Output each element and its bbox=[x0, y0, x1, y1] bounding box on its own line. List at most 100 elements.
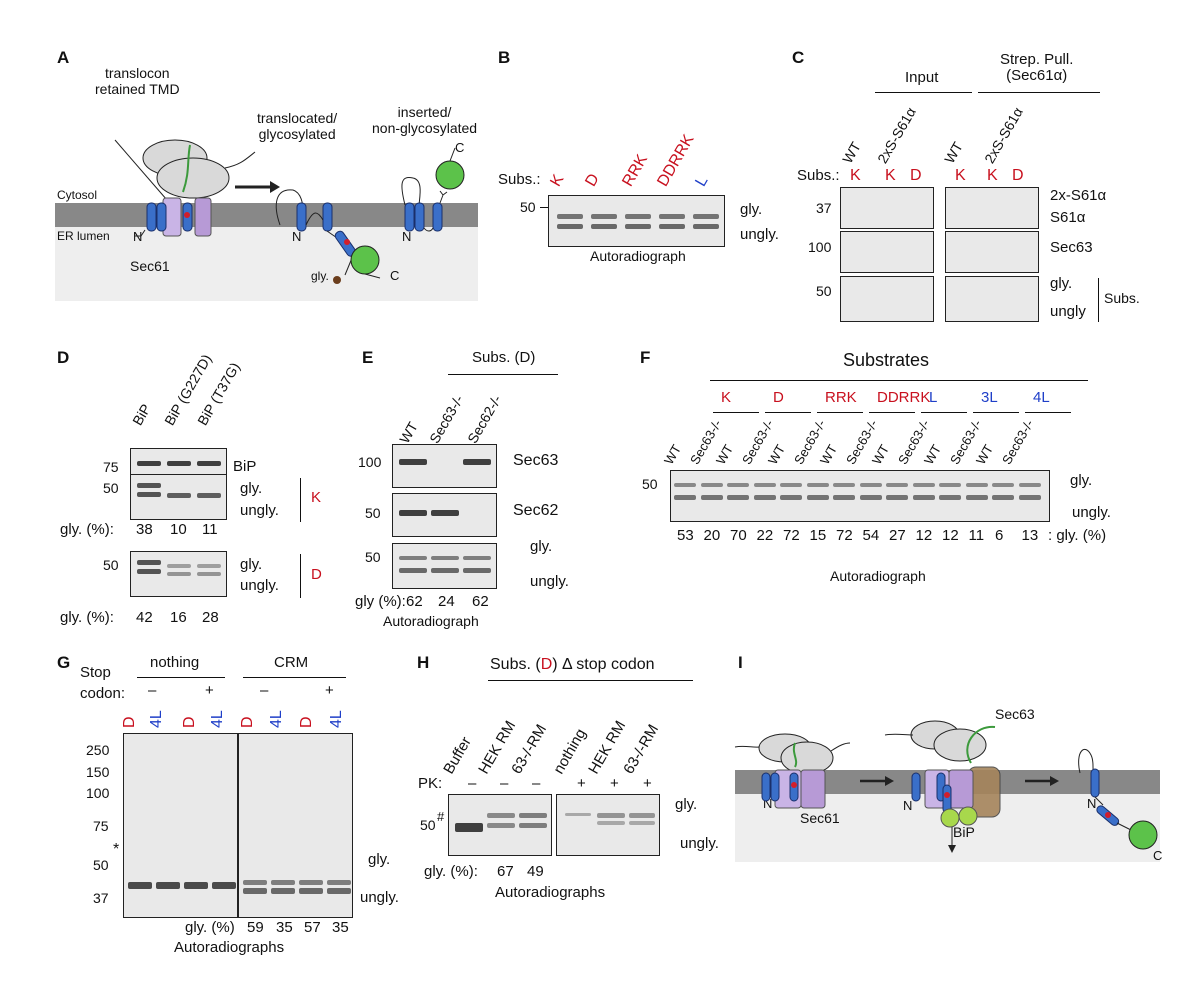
panel-a-diagram bbox=[114, 139, 465, 284]
h-hash: # bbox=[437, 809, 445, 824]
gel-band bbox=[156, 882, 180, 889]
e-lane-sec62: Sec62-/- bbox=[464, 392, 505, 446]
gel-band bbox=[455, 823, 483, 832]
gel-d-k bbox=[130, 474, 227, 520]
g-lane-0: D bbox=[121, 716, 138, 728]
input-header: Input bbox=[905, 69, 939, 86]
c-right-s61: S61α bbox=[1050, 209, 1086, 226]
gel-band bbox=[243, 888, 267, 894]
f-pct-12: 6 bbox=[995, 527, 1004, 544]
gel-band bbox=[184, 882, 208, 889]
g-mw-2: 100 bbox=[86, 785, 110, 801]
gel-band bbox=[629, 813, 655, 818]
c-lane-wt-1: WT bbox=[839, 139, 864, 166]
panel-label-e: E bbox=[362, 348, 374, 367]
glycan-icon bbox=[333, 276, 341, 284]
d-glypct-k-3: 11 bbox=[202, 521, 218, 538]
mw-50-e1: 50 bbox=[365, 505, 381, 521]
mw-50-d2: 50 bbox=[103, 557, 119, 573]
f-group-0: K bbox=[721, 389, 732, 406]
gel-band bbox=[597, 821, 625, 825]
gel-band bbox=[197, 461, 221, 466]
e-lane-sec63: Sec63-/- bbox=[426, 392, 467, 446]
f-lane-0: WT bbox=[661, 441, 685, 467]
f-pct-13: 13 bbox=[1021, 527, 1039, 544]
caption-b: Autoradiograph bbox=[590, 248, 686, 264]
gel-band bbox=[299, 880, 323, 885]
h-glypct-label: gly. (%): bbox=[424, 863, 478, 880]
f-ungly: ungly. bbox=[1072, 504, 1111, 521]
b-lane-0: K bbox=[547, 171, 568, 190]
gel-band bbox=[487, 823, 515, 828]
c-sub-0: K bbox=[850, 167, 861, 184]
f-group-line bbox=[1025, 412, 1071, 413]
gel-band bbox=[212, 882, 236, 889]
gel-band bbox=[992, 495, 1014, 500]
sec61-channel-icon bbox=[800, 769, 826, 809]
mw-50-h: 50 bbox=[420, 817, 436, 833]
h-pk-0: – bbox=[468, 775, 477, 792]
h-ungly: ungly. bbox=[680, 835, 719, 852]
f-lane-2: WT bbox=[713, 441, 737, 467]
f-lane-12: WT bbox=[973, 441, 997, 467]
c-right-subs: Subs. bbox=[1104, 290, 1140, 306]
caption-f: Autoradiograph bbox=[830, 568, 926, 584]
gel-band bbox=[939, 495, 961, 500]
c-sub-4: K bbox=[987, 167, 998, 184]
gel-band bbox=[167, 493, 191, 498]
er-lumen-label: ER lumen bbox=[57, 229, 110, 243]
gel-band bbox=[197, 493, 221, 498]
gel-band bbox=[519, 813, 547, 818]
c-sub-5: D bbox=[1012, 167, 1024, 184]
h-glypct-2: 49 bbox=[527, 863, 544, 880]
panel-label-f: F bbox=[640, 348, 651, 367]
f-pct-4: 72 bbox=[783, 527, 800, 544]
gel-e-sec63 bbox=[392, 444, 497, 488]
h-title: Subs. (D) Δ stop codon bbox=[490, 656, 655, 673]
gel-band bbox=[886, 495, 908, 500]
c-label-1: C bbox=[390, 268, 400, 283]
f-pct-11: 11 bbox=[968, 527, 985, 544]
gel-band bbox=[327, 880, 351, 885]
d-ungly-1: ungly. bbox=[240, 502, 279, 519]
panel-label-h: H bbox=[417, 653, 430, 672]
d-d-label: D bbox=[311, 566, 322, 583]
gel-band bbox=[137, 569, 161, 574]
e-glypct-1: 62 bbox=[406, 593, 423, 610]
gel-band bbox=[399, 510, 427, 516]
gel-band bbox=[137, 492, 161, 497]
gel-c1-pull bbox=[945, 187, 1039, 229]
lumen-area bbox=[55, 225, 478, 301]
gel-band bbox=[629, 821, 655, 825]
g-glypct-label: gly. (%) bbox=[185, 919, 235, 936]
f-pct-9: 12 bbox=[915, 527, 933, 544]
e-right-gly: gly. bbox=[530, 538, 553, 555]
gel-band bbox=[1018, 483, 1041, 487]
caption-e: Autoradiograph bbox=[383, 613, 479, 629]
d-glypct-label-k: gly. (%): bbox=[60, 521, 114, 538]
sec61-label: Sec61 bbox=[130, 258, 170, 274]
c-label-2: C bbox=[455, 140, 465, 155]
gel-d-d bbox=[130, 551, 227, 597]
f-pct-7: 54 bbox=[862, 527, 880, 544]
gel-h-1 bbox=[448, 794, 552, 856]
panel-i-diagram bbox=[734, 720, 1158, 853]
i-n3: N bbox=[1087, 796, 1097, 811]
gel-band bbox=[886, 483, 908, 487]
gel-band bbox=[693, 214, 719, 219]
f-group-line bbox=[869, 412, 915, 413]
gel-band bbox=[137, 461, 161, 466]
e-right-sec62: Sec62 bbox=[513, 502, 559, 519]
gel-band bbox=[591, 214, 617, 219]
gel-band bbox=[859, 495, 882, 500]
gel-band bbox=[519, 823, 547, 828]
d-k-label: K bbox=[311, 489, 322, 506]
gel-band bbox=[137, 483, 161, 488]
gel-band bbox=[197, 572, 221, 576]
h-pk-4: + bbox=[610, 775, 619, 792]
gel-band bbox=[431, 510, 459, 516]
h-pk-1: – bbox=[500, 775, 509, 792]
h-pk-5: + bbox=[643, 775, 652, 792]
gel-band bbox=[806, 495, 829, 500]
g-glypct-1: 59 bbox=[247, 919, 264, 936]
